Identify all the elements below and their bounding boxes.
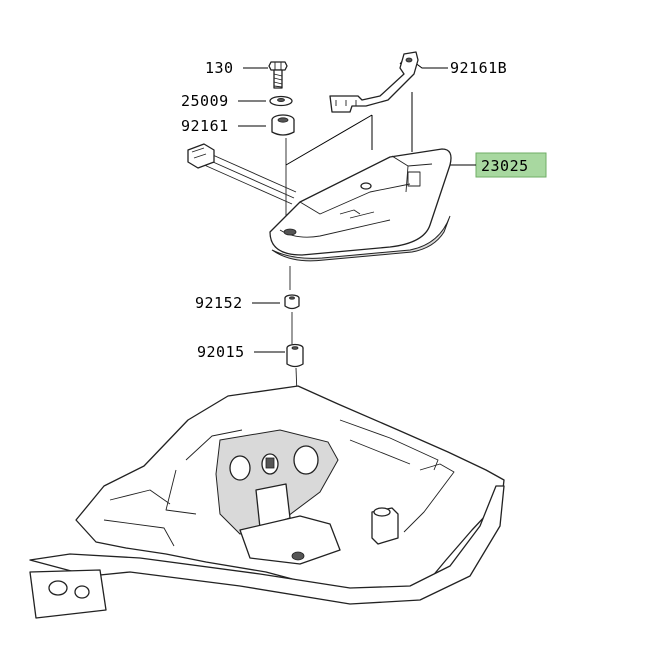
label-92161B: 92161B [450, 59, 507, 77]
collar-icon [284, 294, 300, 310]
label-92161: 92161 [181, 117, 229, 135]
label-92015: 92015 [197, 343, 245, 361]
callout-92015[interactable]: 92015 [197, 343, 285, 361]
bolt-icon [268, 61, 288, 89]
callout-23025[interactable]: 23025 [448, 152, 547, 178]
label-130: 130 [205, 59, 234, 77]
callout-92161[interactable]: 92161 [181, 117, 266, 135]
leader-23025-a [285, 114, 373, 166]
callout-130[interactable]: 130 [205, 59, 268, 77]
nut-icon [286, 343, 304, 368]
tail-light-icon [187, 143, 452, 262]
callout-25009[interactable]: 25009 [181, 92, 266, 110]
grommet-icon [271, 114, 295, 136]
seat-cowl-icon [29, 385, 505, 619]
label-25009: 25009 [181, 92, 229, 110]
callout-92152[interactable]: 92152 [195, 294, 280, 312]
label-23025: 23025 [481, 157, 529, 175]
washer-icon [269, 95, 293, 107]
label-92152: 92152 [195, 294, 243, 312]
bracket-icon [329, 51, 419, 113]
